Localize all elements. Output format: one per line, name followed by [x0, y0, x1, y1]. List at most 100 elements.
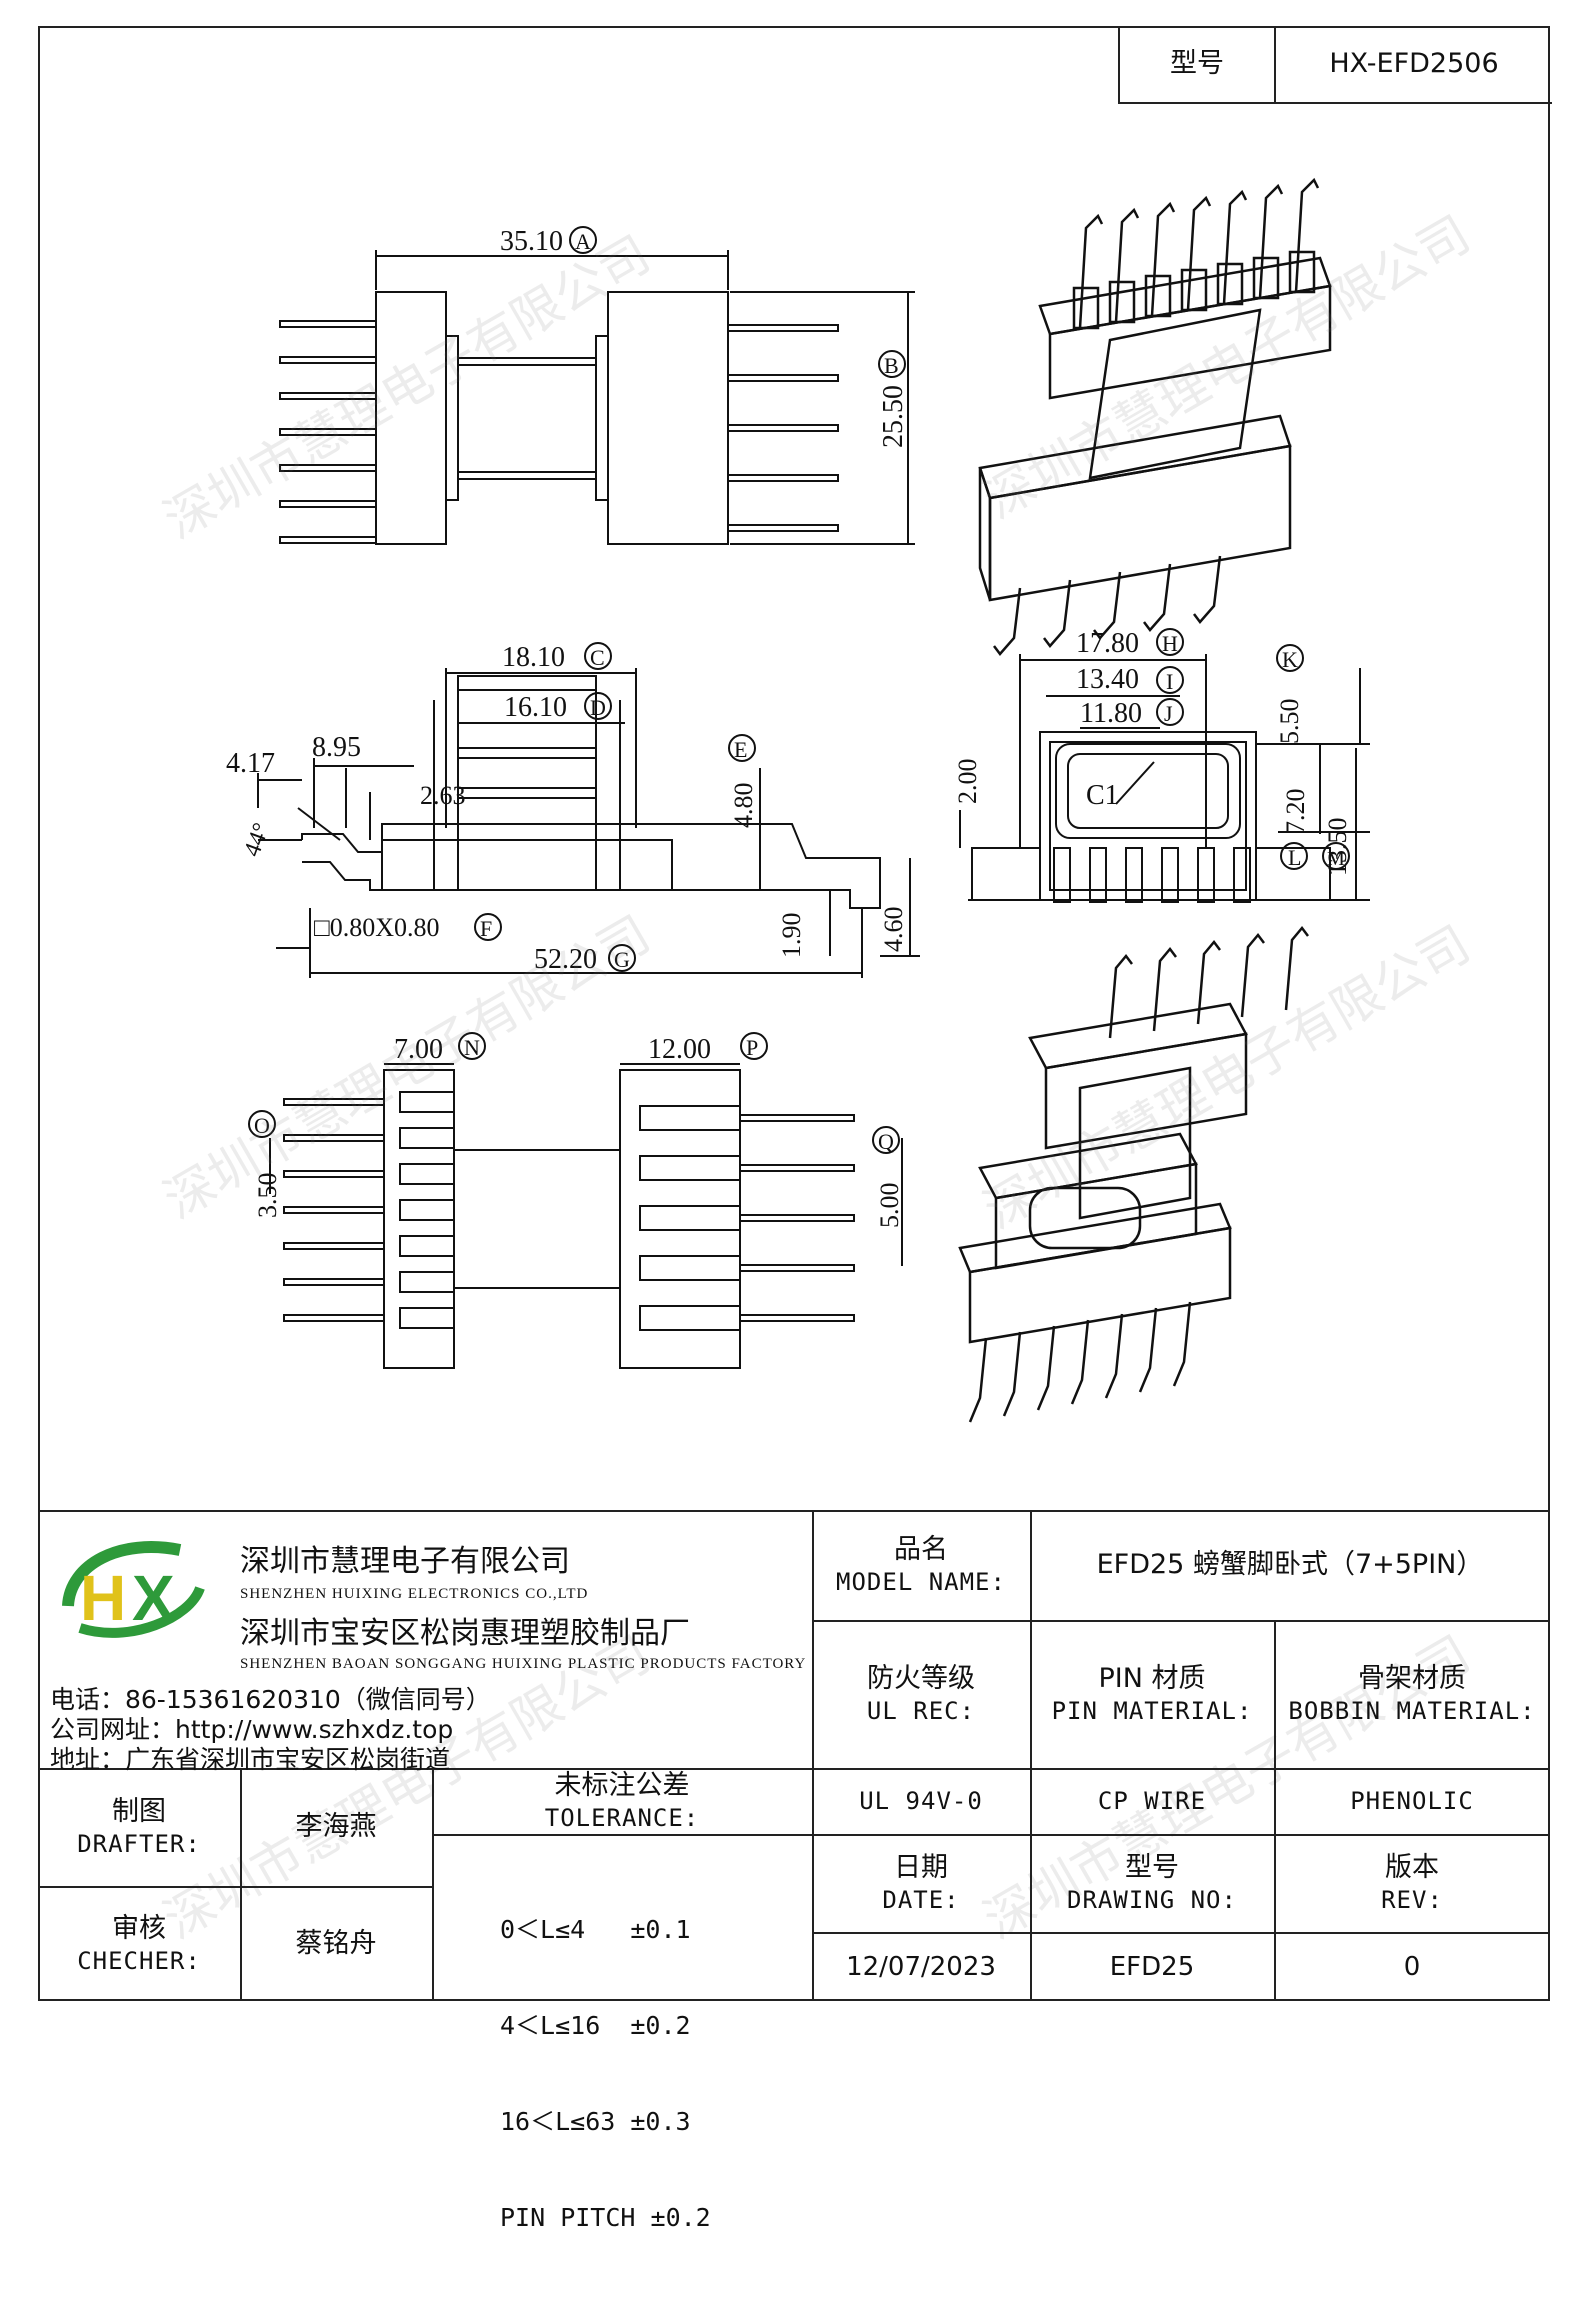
pin: [727, 374, 839, 382]
dim-190-text: 1.90: [777, 913, 806, 959]
pin: [739, 1214, 855, 1222]
company-phone: 电话：86-15361620310（微信同号）: [50, 1685, 491, 1714]
drawing-no-value: EFD25: [1109, 1951, 1195, 1982]
dim-263-text: 2.63: [420, 781, 466, 810]
dim-m-tag: M: [1327, 848, 1345, 870]
pin: [1284, 925, 1309, 1011]
pin: [1089, 847, 1107, 903]
dim-q-tag: Q: [878, 1129, 894, 1154]
pin: [283, 1134, 385, 1142]
dim-460-text: 4.60: [879, 907, 908, 953]
front-view: [959, 654, 1370, 903]
slot: [399, 1235, 455, 1257]
ul-rec-label: 防火等级 UL REC:: [866, 1663, 976, 1725]
bottom-view: [269, 1063, 903, 1369]
dim-i-tag: I: [1166, 669, 1173, 694]
rib: [1108, 280, 1136, 324]
top-view: [279, 250, 915, 545]
dim-a-text: 35.10: [500, 226, 563, 257]
dim-o-text: 3.50: [253, 1173, 282, 1219]
drawing-sheet: 型号 HX-EFD2506 35.10 A 25.50: [38, 26, 1552, 2232]
pin: [283, 1206, 385, 1214]
dim-e-tag: E: [734, 737, 747, 762]
rev-value: 0: [1403, 1951, 1421, 1982]
isometric-view-top: [978, 177, 1332, 656]
dim-417-text: 4.17: [226, 748, 275, 779]
drawing-no-label: 型号 DRAWING NO:: [1067, 1852, 1237, 1914]
pin: [1036, 1325, 1056, 1411]
pin: [1002, 1331, 1022, 1417]
pin: [1053, 847, 1071, 903]
date-value: 12/07/2023: [846, 1951, 996, 1982]
pin: [279, 536, 377, 544]
slot: [399, 1127, 455, 1149]
pin: [1070, 1319, 1090, 1405]
dim-i-text: 13.40: [1076, 664, 1139, 695]
pin: [279, 428, 377, 436]
pin-material-label: PIN 材质 PIN MATERIAL:: [1051, 1663, 1253, 1725]
pin: [283, 1314, 385, 1322]
slot: [399, 1091, 455, 1113]
pin: [1233, 847, 1251, 903]
dim-p-tag: P: [746, 1035, 758, 1060]
company-website: 公司网址：http://www.szhxdz.top: [50, 1715, 454, 1744]
dim-b-text: 25.50: [878, 385, 909, 448]
tolerance-line: 16＜L≤63 ±0.3: [500, 2107, 691, 2136]
pin: [1258, 183, 1284, 299]
dim-a-tag: A: [575, 229, 591, 254]
slot: [399, 1163, 455, 1185]
slot: [399, 1271, 455, 1293]
dim-n-text: 7.00: [394, 1034, 443, 1065]
bobbin-material-label: 骨架材质 BOBBIN MATERIAL:: [1288, 1663, 1536, 1725]
model-header-label: 型号: [1170, 48, 1224, 80]
slot: [639, 1305, 741, 1331]
tolerance-line: 4＜L≤16 ±0.2: [500, 2011, 691, 2040]
pin: [727, 424, 839, 432]
rib: [1216, 262, 1244, 306]
logo-h: H: [80, 1562, 126, 1634]
dim-c-tag: C: [590, 645, 605, 670]
checker-value: 蔡铭舟: [295, 1928, 377, 1960]
pin: [1152, 946, 1177, 1032]
dim-g-tag: G: [614, 947, 630, 972]
dim-q-text: 5.00: [875, 1183, 904, 1229]
dim-b-tag: B: [884, 353, 899, 378]
rev-label: 版本 REV:: [1381, 1852, 1443, 1914]
dim-e-text: 4.80: [729, 783, 758, 829]
pin: [1143, 563, 1172, 632]
pin: [279, 500, 377, 508]
dim-j-tag: J: [1164, 701, 1173, 726]
rib: [1288, 250, 1316, 294]
factory-name-cn: 深圳市宝安区松岗惠理塑胶制品厂: [240, 1616, 690, 1651]
model-name-label: 品名 MODEL NAME:: [836, 1534, 1006, 1596]
pin: [727, 524, 839, 532]
pin: [739, 1114, 855, 1122]
model-header-box: 型号 HX-EFD2506: [1118, 26, 1552, 104]
pin: [739, 1164, 855, 1172]
pin: [1093, 571, 1122, 640]
dim-o-tag: O: [254, 1113, 270, 1138]
pin: [1043, 579, 1072, 648]
slot: [399, 1307, 455, 1329]
pin: [283, 1278, 385, 1286]
technical-drawing: 35.10 A 25.50 B: [226, 177, 1370, 1423]
c1-label: C1: [1086, 780, 1119, 811]
pin: [279, 392, 377, 400]
pin: [1240, 932, 1265, 1018]
dim-l-tag: L: [1288, 845, 1301, 870]
dim-d-text: 16.10: [504, 692, 567, 723]
pin: [1193, 555, 1222, 624]
drafter-value: 李海燕: [295, 1811, 377, 1843]
dim-n-tag: N: [464, 1035, 480, 1060]
ul-rec-value: UL 94V-0: [859, 1787, 983, 1815]
pin: [968, 1337, 988, 1423]
pin: [283, 1170, 385, 1178]
slot: [639, 1205, 741, 1231]
rib: [1180, 268, 1208, 312]
pin: [279, 356, 377, 364]
pin: [1138, 1307, 1158, 1393]
pin: [1078, 213, 1104, 329]
model-name-value: EFD25 螃蟹脚卧式（7+5PIN）: [1096, 1549, 1484, 1581]
company-name-en: SHENZHEN HUIXING ELECTRONICS CO.,LTD: [240, 1586, 589, 1602]
date-label: 日期 DATE:: [882, 1852, 960, 1914]
